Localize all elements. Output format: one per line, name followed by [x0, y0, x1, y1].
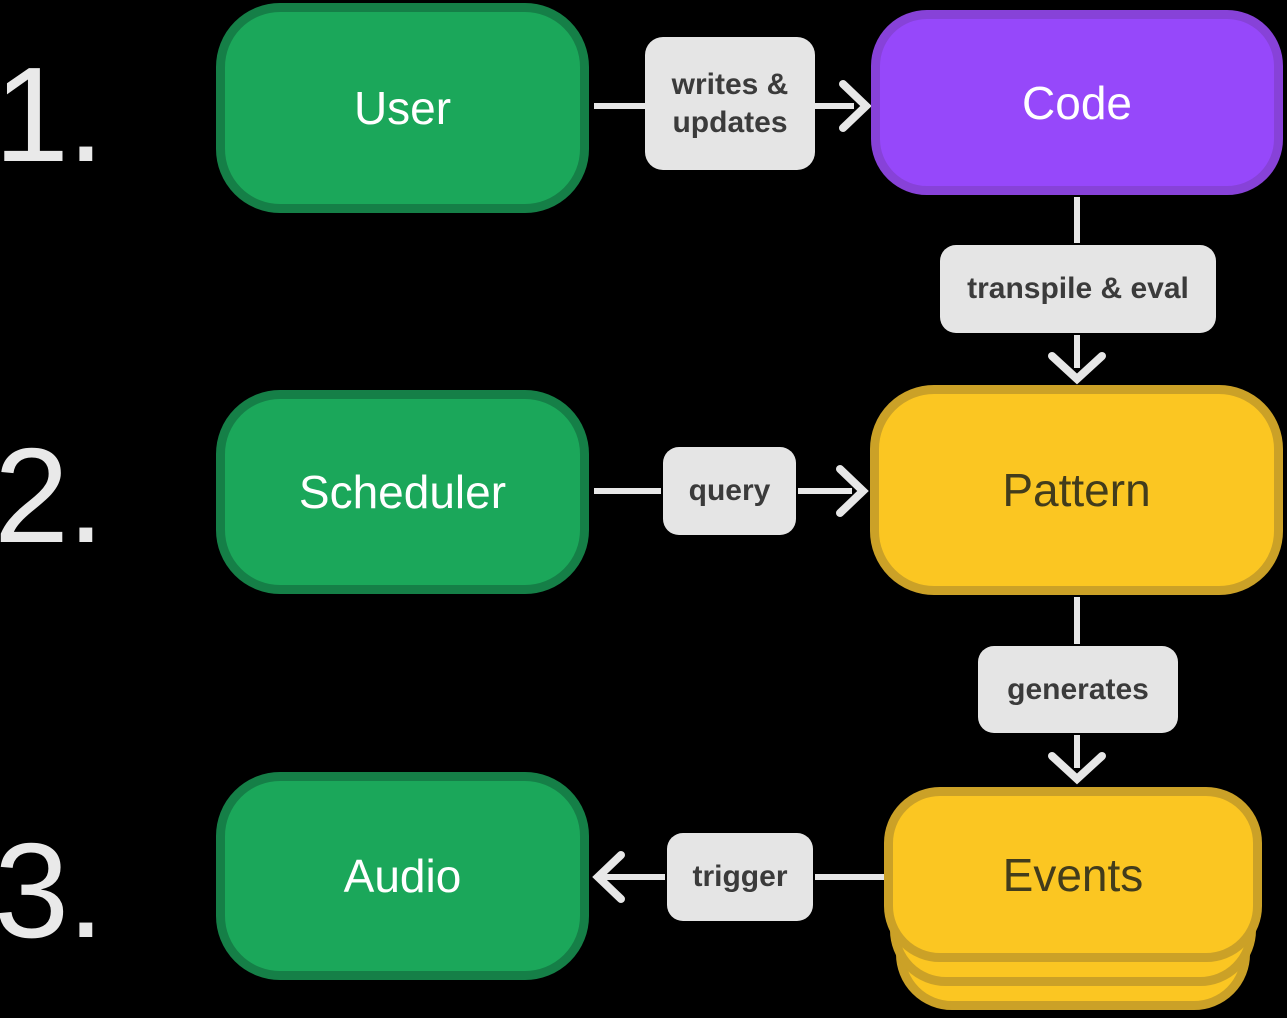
edge-label-transpile-eval-text: transpile & eval — [967, 272, 1189, 305]
edge-label-trigger: trigger — [667, 833, 813, 921]
node-events-label: Events — [1002, 848, 1144, 901]
edge-label-query: query — [663, 447, 796, 535]
node-events: Events — [884, 787, 1262, 962]
node-audio: Audio — [216, 772, 589, 980]
node-pattern-label: Pattern — [1002, 464, 1151, 516]
step-number-2: 2. — [0, 420, 105, 571]
node-user: User — [216, 3, 589, 213]
edge-label-query-text: query — [688, 474, 771, 507]
node-code: Code — [871, 10, 1283, 195]
edge-label-writes-line1: writes & — [671, 67, 789, 101]
node-user-label: User — [353, 82, 452, 134]
edge-label-writes-line2: updates — [672, 105, 788, 139]
node-code-label: Code — [1022, 76, 1132, 129]
edge-label-writes-updates: writes & updates — [645, 37, 815, 170]
edge-label-trigger-text: trigger — [692, 860, 788, 893]
node-scheduler-label: Scheduler — [298, 466, 507, 518]
edge-label-transpile-eval: transpile & eval — [940, 245, 1216, 333]
node-scheduler: Scheduler — [216, 390, 589, 594]
step-number-3: 3. — [0, 815, 105, 966]
node-pattern: Pattern — [870, 385, 1283, 595]
edge-label-generates-text: generates — [1007, 672, 1149, 706]
edge-label-generates: generates — [978, 646, 1178, 733]
step-number-1: 1. — [0, 39, 105, 190]
node-audio-label: Audio — [343, 850, 462, 902]
